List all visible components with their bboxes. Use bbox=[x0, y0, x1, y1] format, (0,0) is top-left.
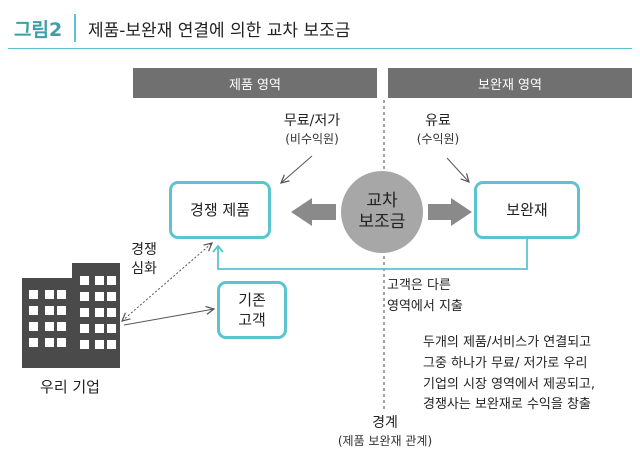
competing-product-box: 경쟁 제품 bbox=[169, 181, 271, 239]
cross-subsidy-line1: 교차 bbox=[366, 190, 398, 211]
free-label-sub: (비수익원) bbox=[285, 131, 339, 146]
complement-box: 보완재 bbox=[474, 181, 580, 239]
competition-line2: 심화 bbox=[131, 260, 157, 277]
figure-number: 그림2 bbox=[14, 19, 63, 41]
existing-customer-box: 기존 고객 bbox=[217, 281, 287, 339]
figure-title-bar: 그림2 제품-보완재 연결에 의한 교차 보조금 bbox=[8, 8, 632, 49]
subsidy-arrow-left bbox=[291, 198, 336, 226]
company-building-icon bbox=[22, 263, 120, 368]
spending-label: 고객은 다른 영역에서 지출 bbox=[387, 276, 527, 318]
spending-line2: 영역에서 지출 bbox=[387, 298, 463, 314]
competition-line1: 경쟁 bbox=[131, 242, 157, 258]
competition-label: 경쟁 심화 bbox=[124, 241, 164, 279]
figure-title: 제품-보완재 연결에 의한 교차 보조금 bbox=[88, 21, 351, 41]
paid-pointer-arrow bbox=[446, 157, 469, 182]
note-line-2: 그중 하나가 무료/ 저가로 우리 bbox=[423, 355, 588, 371]
note-line-3: 기업의 시장 영역에서 제공되고, bbox=[423, 376, 596, 392]
cross-subsidy-circle: 교차 보조금 bbox=[341, 171, 423, 253]
boundary-label-sub: (제품 보완재 관계) bbox=[337, 433, 433, 448]
paid-label: 유료 (수익원) bbox=[403, 112, 473, 147]
boundary-label-main: 경계 bbox=[372, 415, 398, 431]
free-pointer-arrow bbox=[281, 155, 313, 183]
boundary-label: 경계 (제품 보완재 관계) bbox=[310, 414, 460, 449]
free-label-main: 무료/저가 bbox=[283, 113, 341, 129]
paid-label-main: 유료 bbox=[425, 113, 451, 129]
paid-label-sub: (수익원) bbox=[416, 131, 460, 146]
spending-line1: 고객은 다른 bbox=[387, 278, 451, 293]
existing-customer-line2: 고객 bbox=[238, 311, 266, 329]
zone-header-complement: 보완재 영역 bbox=[388, 68, 632, 98]
note-line-4: 경쟁사는 보완재로 수익을 창출 bbox=[423, 397, 591, 413]
title-separator bbox=[74, 14, 76, 42]
subsidy-arrow-right bbox=[428, 198, 472, 226]
existing-customer-arrow bbox=[123, 309, 214, 326]
zone-header-product: 제품 영역 bbox=[133, 68, 377, 98]
explanatory-note: 두개의 제품/서비스가 연결되고 그중 하나가 무료/ 저가로 우리 기업의 시… bbox=[423, 333, 637, 416]
free-label: 무료/저가 (비수익원) bbox=[262, 112, 362, 147]
cross-subsidy-line2: 보조금 bbox=[358, 212, 406, 232]
note-line-1: 두개의 제품/서비스가 연결되고 bbox=[423, 335, 592, 350]
company-label: 우리 기업 bbox=[40, 378, 100, 396]
customer-spending-line bbox=[212, 237, 528, 270]
existing-customer-line1: 기존 bbox=[238, 290, 266, 309]
